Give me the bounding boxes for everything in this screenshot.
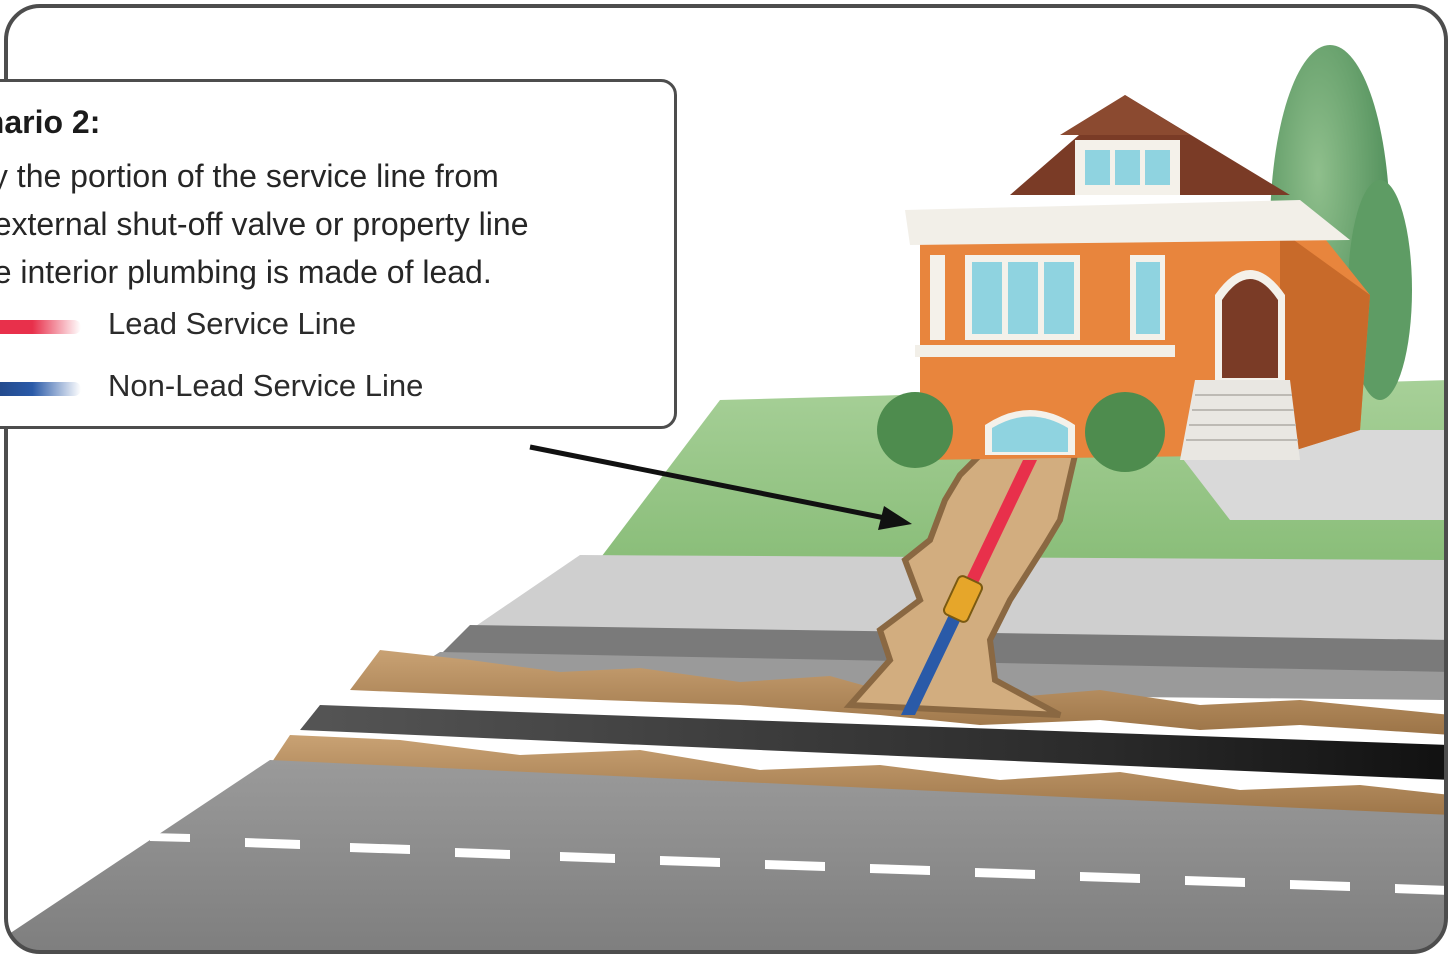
scenario-callout: enario 2: nly the portion of the service… [0, 79, 677, 429]
legend-label: Non-Lead Service Line [108, 368, 424, 403]
non-lead-line-swatch [0, 382, 81, 396]
legend-item-non-lead: Non-Lead Service Line [0, 368, 493, 408]
legend-item-lead: Lead Service Line [0, 306, 493, 346]
shut-off-valve [942, 575, 984, 623]
bush-right [1085, 392, 1165, 472]
callout-description: nly the portion of the service line from… [0, 152, 528, 296]
house [905, 95, 1370, 460]
legend-label: Lead Service Line [108, 306, 357, 341]
frame-border [4, 4, 1448, 954]
road-lane-dashes [150, 833, 1446, 895]
callout-line: e external shut-off valve or property li… [0, 206, 529, 242]
callout-title: enario 2: [0, 104, 101, 140]
water-main [300, 705, 1446, 780]
lead-line-swatch [0, 320, 81, 334]
road-lower [6, 760, 1446, 952]
soil-band-lower [270, 735, 1446, 820]
callout-line: nly the portion of the service line from [0, 158, 499, 194]
bush-left [877, 392, 953, 468]
pointer-arrow [529, 444, 912, 530]
callout-line: the interior plumbing is made of lead. [0, 254, 492, 290]
